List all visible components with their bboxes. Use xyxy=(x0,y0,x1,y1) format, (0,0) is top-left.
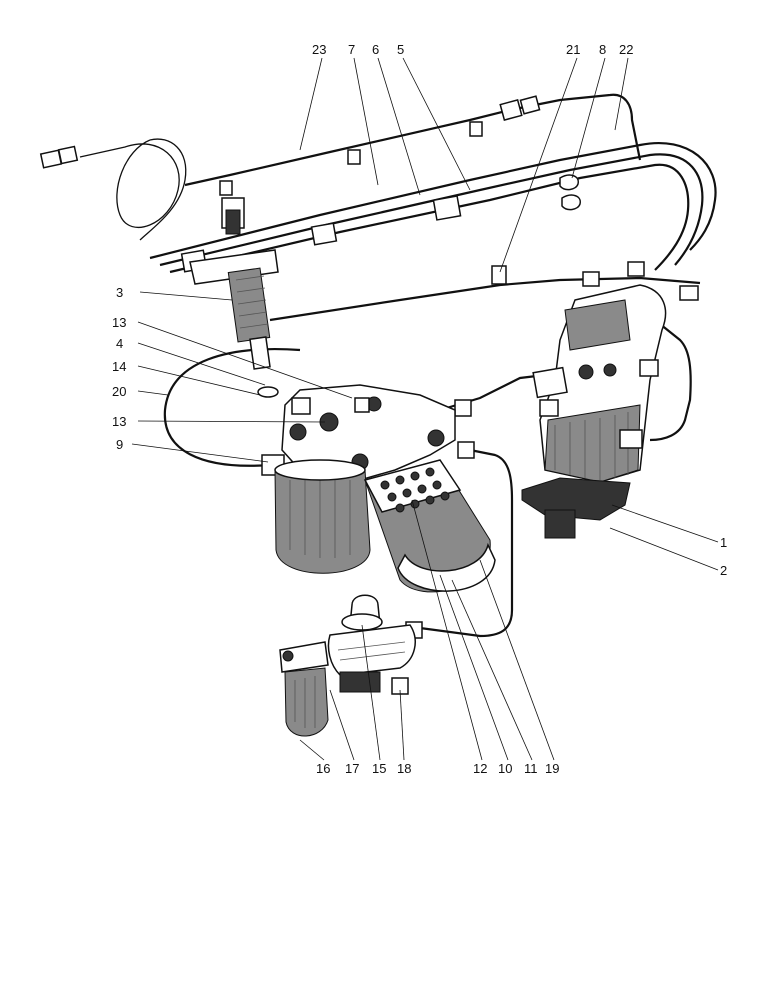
label-6: 6 xyxy=(372,42,379,57)
label-14: 14 xyxy=(112,359,126,374)
label-3: 3 xyxy=(116,285,123,300)
leader-lines xyxy=(131,57,719,761)
fuel-filter-assembly xyxy=(261,384,496,593)
label-20: 20 xyxy=(112,384,126,399)
lift-pump xyxy=(279,594,416,737)
label-13-top: 13 xyxy=(112,315,126,330)
label-19: 19 xyxy=(545,761,559,776)
label-15: 15 xyxy=(372,761,386,776)
injection-pump xyxy=(521,284,667,539)
label-13-bottom: 13 xyxy=(112,414,126,429)
label-11: 11 xyxy=(524,761,538,776)
label-9: 9 xyxy=(116,437,123,452)
label-1: 1 xyxy=(720,535,727,550)
label-22: 22 xyxy=(619,42,633,57)
label-4: 4 xyxy=(116,336,123,351)
label-8: 8 xyxy=(599,42,606,57)
label-23: 23 xyxy=(312,42,326,57)
label-2: 2 xyxy=(720,563,727,578)
union-nuts xyxy=(39,95,699,639)
label-10: 10 xyxy=(498,761,512,776)
callout-labels: 23 7 6 5 21 8 22 3 13 4 14 20 13 9 1 2 1… xyxy=(112,42,727,776)
label-5: 5 xyxy=(397,42,404,57)
label-12: 12 xyxy=(473,761,487,776)
label-16: 16 xyxy=(316,761,330,776)
label-21: 21 xyxy=(566,42,580,57)
filter-element-holes xyxy=(380,467,450,513)
label-17: 17 xyxy=(345,761,359,776)
label-18: 18 xyxy=(397,761,411,776)
injector xyxy=(189,197,279,398)
label-7: 7 xyxy=(348,42,355,57)
fuel-pipes xyxy=(79,93,717,638)
